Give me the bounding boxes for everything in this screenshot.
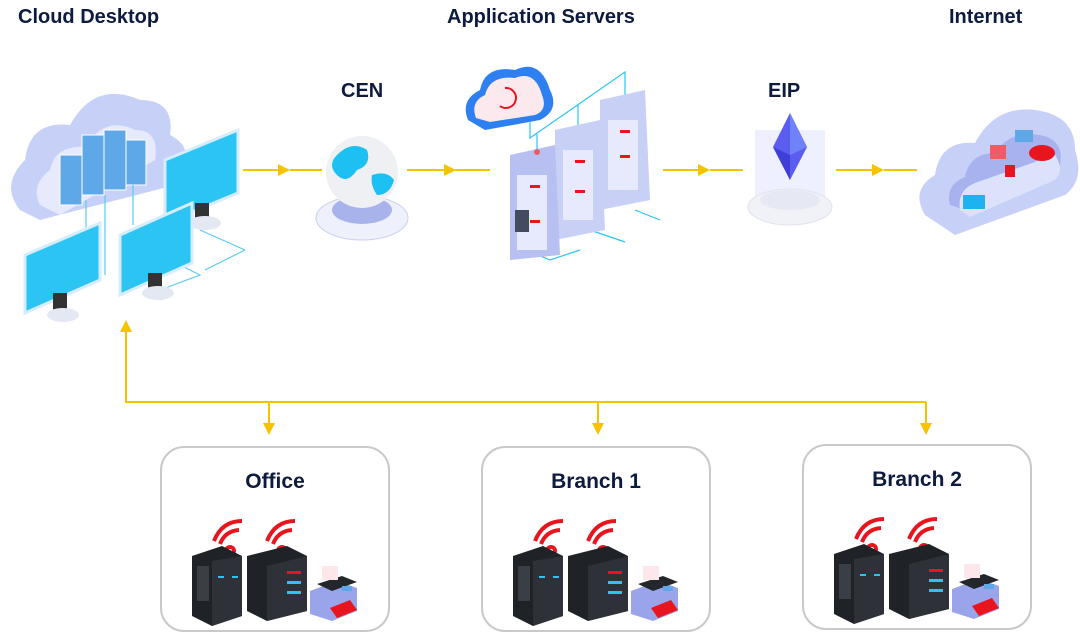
site-title: Branch 1 bbox=[551, 470, 641, 493]
arrowhead-down bbox=[592, 423, 604, 435]
internet-title: Internet bbox=[949, 6, 1023, 28]
application-servers-title: Application Servers bbox=[447, 6, 635, 28]
site-box-branch-1: Branch 1 bbox=[481, 446, 711, 632]
mail-icon bbox=[963, 195, 985, 209]
cen-label: CEN bbox=[341, 80, 384, 102]
cloud-desktop-icon bbox=[11, 93, 245, 322]
internet-cloud-icon bbox=[919, 109, 1079, 235]
eip-label: EIP bbox=[768, 80, 801, 102]
site-equipment bbox=[834, 517, 1001, 624]
server-rack-icon bbox=[465, 66, 661, 261]
site-equipment bbox=[192, 519, 359, 626]
site-box-branch-2: Branch 2 bbox=[802, 444, 1032, 630]
arrowhead-up bbox=[120, 320, 132, 332]
site-box-office: Office bbox=[160, 446, 390, 632]
arrowhead-down bbox=[263, 423, 275, 435]
server-tower bbox=[555, 120, 605, 240]
arrowhead-right bbox=[278, 164, 290, 176]
crystal-icon bbox=[747, 113, 833, 226]
site-title: Branch 2 bbox=[872, 468, 962, 491]
arrowhead-right bbox=[872, 164, 884, 176]
arrowhead-right bbox=[444, 164, 456, 176]
sync-cloud-icon bbox=[465, 66, 554, 130]
monitor bbox=[23, 220, 102, 322]
monitor bbox=[163, 127, 240, 230]
arrowhead-right bbox=[698, 164, 710, 176]
distribution-line bbox=[125, 330, 926, 403]
site-title: Office bbox=[245, 470, 305, 493]
globe-icon bbox=[315, 136, 409, 241]
site-equipment bbox=[513, 519, 680, 626]
arrowhead-down bbox=[920, 423, 932, 435]
cloud-desktop-title: Cloud Desktop bbox=[18, 6, 160, 28]
server-tower bbox=[510, 145, 560, 260]
monitor bbox=[118, 200, 194, 300]
server-tower bbox=[600, 90, 650, 210]
